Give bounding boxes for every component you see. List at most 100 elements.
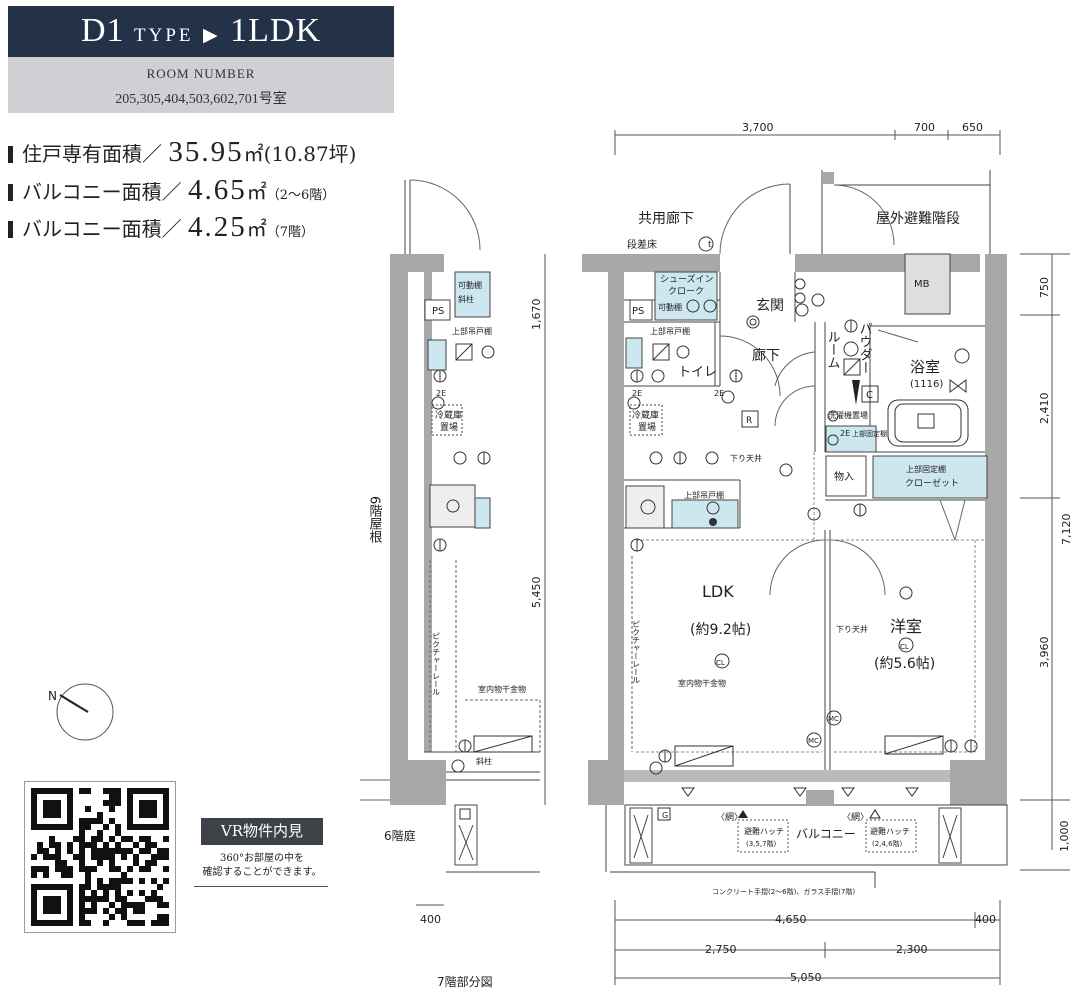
label-bath: 浴室: [910, 358, 940, 376]
svg-text:(1116): (1116): [910, 379, 943, 390]
svg-text:6階屋根: 6階屋根: [367, 496, 383, 544]
svg-text:PS: PS: [432, 306, 444, 317]
svg-text:t: t: [708, 240, 712, 250]
svg-text:上部固定棚: 上部固定棚: [852, 429, 887, 438]
svg-text:(約5.6帖): (約5.6帖): [874, 656, 935, 672]
label-ldk: LDK: [702, 582, 734, 601]
svg-text:2E: 2E: [714, 389, 724, 398]
svg-text:CL: CL: [716, 659, 725, 667]
svg-text:650: 650: [962, 121, 983, 134]
type-title: D1 TYPE ▶ 1LDK: [80, 12, 322, 49]
divider: [194, 886, 328, 887]
svg-text:7,120: 7,120: [1060, 514, 1073, 546]
room-number-list: 205,305,404,503,602,701号室: [115, 92, 287, 107]
svg-text:5,450: 5,450: [530, 577, 543, 609]
svg-text:2E: 2E: [436, 389, 446, 398]
svg-text:下り天井: 下り天井: [730, 453, 762, 463]
svg-text:1,000: 1,000: [1058, 821, 1071, 853]
label-storage: 物入: [834, 470, 854, 483]
bullet-mark: [8, 146, 13, 163]
svg-text:避難ハッチ: 避難ハッチ: [744, 826, 784, 836]
svg-text:5,050: 5,050: [790, 971, 822, 984]
svg-text:MC: MC: [808, 737, 819, 745]
qr-code[interactable]: [24, 781, 176, 933]
svg-text:〈網〉: 〈網〉: [842, 811, 869, 823]
label-powder-2: ルーム: [825, 330, 840, 369]
svg-text:MC: MC: [828, 715, 839, 723]
dimension-labels: 3,700 700 650 750 2,410 3,960 7,120 1,00…: [705, 121, 1073, 984]
svg-text:上部吊戸棚: 上部吊戸棚: [684, 490, 724, 500]
room-number-label: ROOM NUMBER: [146, 66, 256, 81]
type-banner: D1 TYPE ▶ 1LDK: [8, 6, 394, 57]
area-row-unit: 住戸専有面積／ 35.95㎡(10.87坪): [8, 136, 356, 169]
svg-text:(2,4,6階): (2,4,6階): [872, 839, 903, 848]
svg-text:4,650: 4,650: [775, 913, 807, 926]
label-common-corridor: 共用廊下: [638, 210, 694, 227]
svg-text:ピクチャーレール: ピクチャーレール: [432, 632, 441, 696]
svg-text:3,960: 3,960: [1038, 637, 1051, 669]
svg-text:クローク: クローク: [668, 286, 704, 297]
svg-text:可動棚: 可動棚: [458, 280, 482, 290]
svg-text:〈網〉: 〈網〉: [716, 811, 743, 823]
label-balcony: バルコニー: [796, 827, 856, 841]
svg-text:冷蔵庫: 冷蔵庫: [632, 409, 659, 421]
svg-text:斜柱: 斜柱: [458, 294, 474, 304]
svg-text:400: 400: [420, 913, 441, 926]
svg-text:700: 700: [914, 121, 935, 134]
svg-text:(3,5,7階): (3,5,7階): [746, 839, 777, 848]
label-toilet: トイレ: [678, 365, 717, 380]
svg-text:下り天井: 下り天井: [836, 624, 868, 634]
svg-text:上部吊戸棚: 上部吊戸棚: [452, 326, 492, 336]
main-plan-fixtures: [625, 236, 988, 864]
svg-text:1,670: 1,670: [530, 299, 543, 331]
main-plan-walls: [582, 170, 1008, 888]
svg-text:置場: 置場: [440, 421, 458, 433]
svg-text:G: G: [662, 811, 668, 820]
label-powder-1: パウダー: [857, 322, 873, 374]
compass-icon: N: [48, 683, 114, 741]
svg-text:MB: MB: [914, 279, 930, 290]
svg-text:冷蔵庫: 冷蔵庫: [435, 409, 462, 421]
area-row-balcony-lower: バルコニー面積／ 4.65㎡（2～6階）: [8, 174, 335, 207]
main-plan-labels: 共用廊下 屋外避難階段 段差床 t シューズイン クローク 可動棚 PS 玄関 …: [627, 210, 960, 896]
svg-text:400: 400: [975, 913, 996, 926]
svg-text:置場: 置場: [638, 421, 656, 433]
svg-text:7階部分図: 7階部分図: [437, 974, 493, 989]
label-outdoor-stairs: 屋外避難階段: [876, 211, 960, 227]
svg-text:コンクリート手摺(2～6階)、ガラス手摺(7階): コンクリート手摺(2～6階)、ガラス手摺(7階): [712, 887, 855, 896]
svg-text:R: R: [746, 416, 752, 426]
svg-text:シューズイン: シューズイン: [660, 273, 714, 285]
svg-text:ピクチャーレール: ピクチャーレール: [632, 620, 641, 684]
svg-text:6階庭: 6階庭: [384, 828, 416, 843]
svg-text:750: 750: [1038, 277, 1051, 298]
svg-text:2,750: 2,750: [705, 943, 737, 956]
bullet-mark: [8, 184, 13, 201]
label-western-room: 洋室: [890, 617, 922, 636]
svg-text:上部吊戸棚: 上部吊戸棚: [650, 326, 690, 336]
svg-text:洗濯機置場: 洗濯機置場: [828, 410, 868, 420]
label-entrance: 玄関: [756, 297, 784, 314]
svg-text:可動棚: 可動棚: [658, 302, 682, 312]
svg-text:避難ハッチ: 避難ハッチ: [870, 826, 910, 836]
svg-text:N: N: [48, 689, 57, 703]
svg-text:2,300: 2,300: [896, 943, 928, 956]
svg-text:(約9.2帖): (約9.2帖): [690, 622, 751, 638]
label-closet: クローゼット: [905, 477, 959, 489]
svg-text:PS: PS: [632, 306, 644, 317]
svg-text:室内物干金物: 室内物干金物: [678, 678, 726, 688]
svg-text:3,700: 3,700: [742, 121, 774, 134]
dimension-lines: [614, 130, 1070, 985]
vr-tour-badge[interactable]: VR物件内見: [201, 818, 323, 845]
area-row-balcony-top: バルコニー面積／ 4.25㎡（7階）: [8, 211, 314, 244]
vr-tour-description: 360°お部屋の中を 確認することができます。: [202, 853, 322, 878]
svg-text:段差床: 段差床: [627, 238, 657, 251]
svg-text:2,410: 2,410: [1038, 393, 1051, 425]
svg-text:2E: 2E: [840, 429, 850, 438]
partial-plan-7f: PS 可動棚 斜柱 上部吊戸棚 冷蔵庫 置場 室内物干金物 斜柱 2E ピクチャ…: [360, 179, 546, 989]
bullet-mark: [8, 221, 13, 238]
svg-text:C: C: [866, 390, 873, 401]
svg-text:室内物干金物: 室内物干金物: [478, 684, 526, 694]
svg-text:上部固定棚: 上部固定棚: [906, 464, 946, 474]
svg-text:CL: CL: [900, 643, 909, 651]
